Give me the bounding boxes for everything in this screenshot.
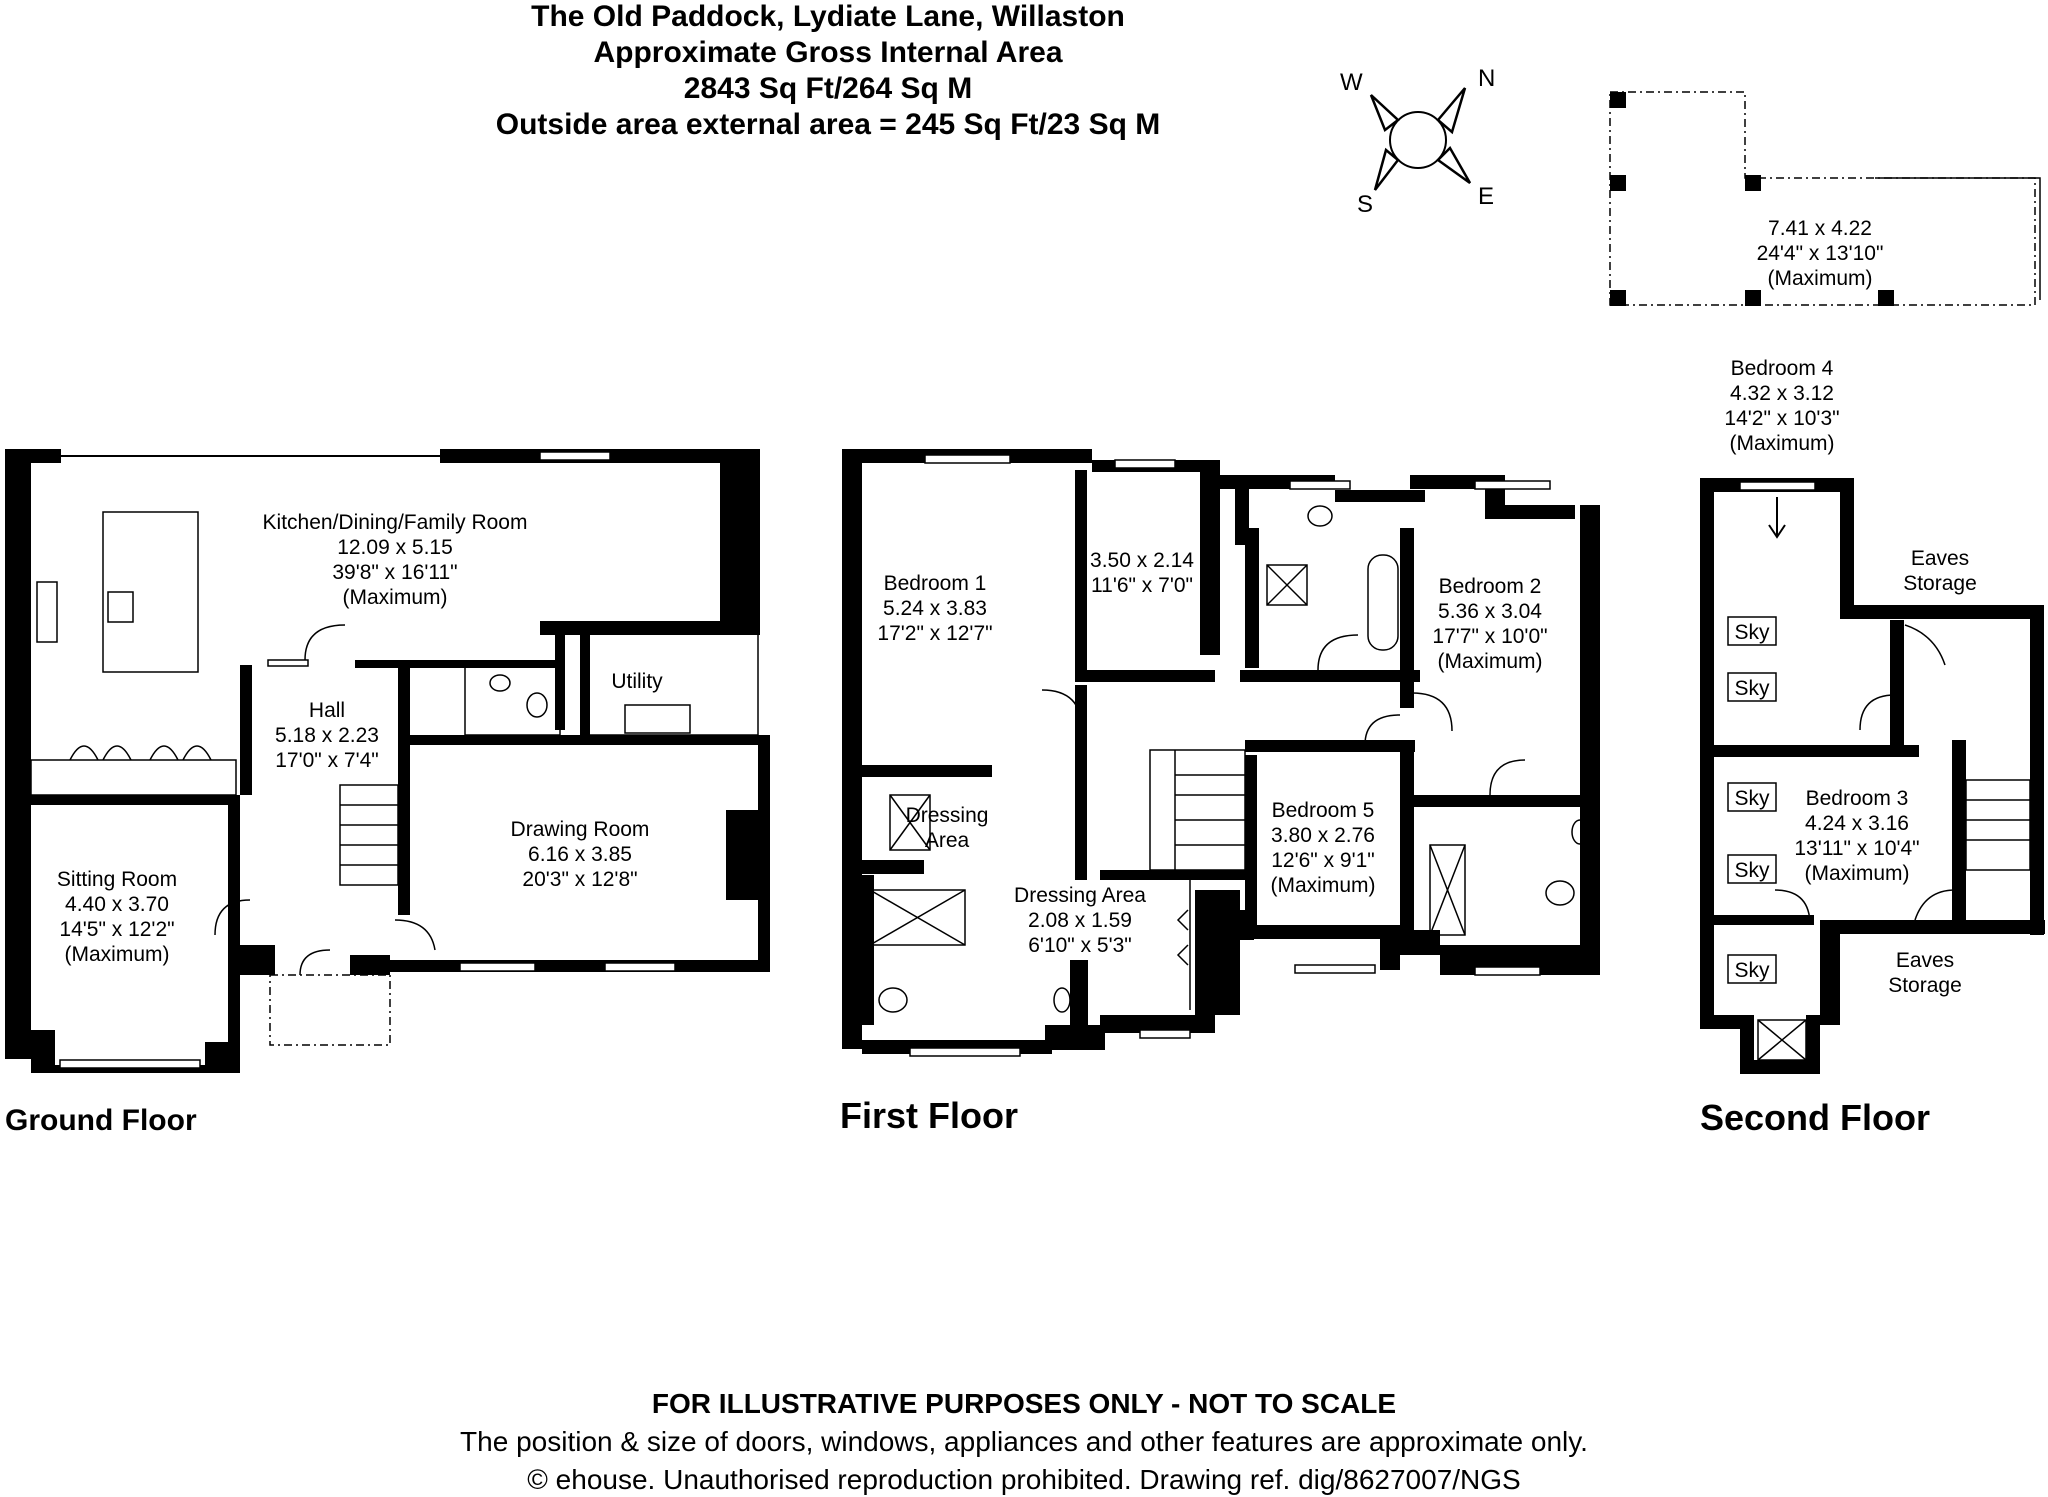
room-note: (Maximum)	[343, 586, 448, 609]
room-bedroom1: Bedroom 1 5.24 x 3.83 17'2" x 12'7"	[877, 572, 992, 645]
room-line2: Area	[925, 829, 970, 852]
room-metric: 12.09 x 5.15	[337, 536, 453, 559]
room-dressing1: Dressing Area	[906, 804, 989, 852]
skylight-label: Sky	[1734, 677, 1770, 700]
compass-e: E	[1478, 183, 1494, 210]
room-imperial: 12'6" x 9'1"	[1271, 849, 1375, 872]
outside-area: Outside area external area = 245 Sq Ft/2…	[496, 108, 1160, 141]
room-line1: Eaves	[1896, 949, 1954, 972]
room-kitchen: Kitchen/Dining/Family Room 12.09 x 5.15 …	[263, 511, 528, 609]
room-note: (Maximum)	[1438, 650, 1543, 673]
room-bedroom5: Bedroom 5 3.80 x 2.76 12'6" x 9'1" (Maxi…	[1271, 799, 1376, 897]
room-metric: 5.24 x 3.83	[883, 597, 987, 620]
compass-w: W	[1340, 69, 1363, 96]
room-imperial: 11'6" x 7'0"	[1091, 574, 1193, 597]
room-note: (Maximum)	[65, 943, 170, 966]
room-metric: 3.80 x 2.76	[1271, 824, 1375, 847]
room-line1: Dressing	[906, 804, 989, 827]
room-outside: 7.41 x 4.22 24'4" x 13'10" (Maximum)	[1757, 217, 1884, 290]
room-note: (Maximum)	[1730, 432, 1835, 455]
footer-note: The position & size of doors, windows, a…	[460, 1426, 1588, 1457]
room-name: Bedroom 2	[1439, 575, 1542, 598]
room-bedroom3: Bedroom 3 4.24 x 3.16 13'11" x 10'4" (Ma…	[1794, 787, 1919, 885]
area-title: Approximate Gross Internal Area	[593, 36, 1062, 69]
skylight-label: Sky	[1734, 859, 1770, 882]
room-line2: Storage	[1903, 572, 1977, 595]
room-name: Bedroom 1	[884, 572, 987, 595]
room-bedroom2: Bedroom 2 5.36 x 3.04 17'7" x 10'0" (Max…	[1432, 575, 1547, 673]
room-hall: Hall 5.18 x 2.23 17'0" x 7'4"	[275, 699, 379, 772]
room-metric: 3.50 x 2.14	[1090, 549, 1194, 572]
room-metric: 4.40 x 3.70	[65, 893, 169, 916]
room-study: 3.50 x 2.14 11'6" x 7'0"	[1090, 549, 1194, 597]
room-metric: 2.08 x 1.59	[1028, 909, 1132, 932]
room-drawing: Drawing Room 6.16 x 3.85 20'3" x 12'8"	[511, 818, 650, 891]
room-imperial: 13'11" x 10'4"	[1794, 837, 1919, 860]
room-name: Bedroom 4	[1731, 357, 1834, 380]
header: The Old Paddock, Lydiate Lane, Willaston…	[496, 0, 1160, 141]
second-floor-plan	[1700, 478, 2045, 1074]
room-utility: Utility	[611, 670, 663, 693]
room-eaves1: Eaves Storage	[1903, 547, 1977, 595]
room-imperial: 14'2" x 10'3"	[1724, 407, 1839, 430]
room-name: Sitting Room	[57, 868, 177, 891]
room-eaves2: Eaves Storage	[1888, 949, 1962, 997]
compass-s: S	[1357, 191, 1373, 218]
room-imperial: 6'10" x 5'3"	[1028, 934, 1132, 957]
outside-area-plan	[1609, 91, 2041, 306]
room-imperial: 17'2" x 12'7"	[877, 622, 992, 645]
room-name: Dressing Area	[1014, 884, 1146, 907]
room-metric: 5.36 x 3.04	[1438, 600, 1542, 623]
room-note: (Maximum)	[1805, 862, 1910, 885]
skylight-labels: Sky Sky Sky Sky Sky	[1734, 621, 1770, 982]
disclaimer: FOR ILLUSTRATIVE PURPOSES ONLY - NOT TO …	[652, 1388, 1396, 1419]
room-metric: 5.18 x 2.23	[275, 724, 379, 747]
room-metric: 4.32 x 3.12	[1730, 382, 1834, 405]
room-line2: Storage	[1888, 974, 1962, 997]
skylight-label: Sky	[1734, 787, 1770, 810]
room-name: Bedroom 3	[1806, 787, 1909, 810]
room-sitting: Sitting Room 4.40 x 3.70 14'5" x 12'2" (…	[57, 868, 177, 966]
property-address: The Old Paddock, Lydiate Lane, Willaston	[531, 0, 1125, 33]
room-imperial: 14'5" x 12'2"	[59, 918, 174, 941]
room-imperial: 39'8" x 16'11"	[332, 561, 457, 584]
room-line1: Eaves	[1911, 547, 1969, 570]
room-name: Hall	[309, 699, 345, 722]
footer: FOR ILLUSTRATIVE PURPOSES ONLY - NOT TO …	[460, 1388, 1588, 1495]
skylight-label: Sky	[1734, 959, 1770, 982]
room-metric: 6.16 x 3.85	[528, 843, 632, 866]
room-dressing2: Dressing Area 2.08 x 1.59 6'10" x 5'3"	[1014, 884, 1146, 957]
compass-icon: N E S W	[1340, 65, 1495, 218]
room-imperial: 17'7" x 10'0"	[1432, 625, 1547, 648]
room-bedroom4: Bedroom 4 4.32 x 3.12 14'2" x 10'3" (Max…	[1724, 357, 1839, 455]
room-imperial: 20'3" x 12'8"	[522, 868, 637, 891]
room-note: (Maximum)	[1271, 874, 1376, 897]
ground-floor-plan	[5, 449, 770, 1073]
ground-floor-title: Ground Floor	[5, 1104, 197, 1137]
room-note: (Maximum)	[1768, 267, 1873, 290]
first-floor-title: First Floor	[840, 1095, 1018, 1136]
skylight-label: Sky	[1734, 621, 1770, 644]
room-imperial: 24'4" x 13'10"	[1757, 242, 1884, 265]
area-value: 2843 Sq Ft/264 Sq M	[684, 72, 972, 105]
room-name: Bedroom 5	[1272, 799, 1375, 822]
room-name: Utility	[611, 670, 663, 693]
room-metric: 4.24 x 3.16	[1805, 812, 1909, 835]
compass-n: N	[1478, 65, 1495, 92]
room-metric: 7.41 x 4.22	[1768, 217, 1872, 240]
room-name: Kitchen/Dining/Family Room	[263, 511, 528, 534]
room-name: Drawing Room	[511, 818, 650, 841]
copyright: © ehouse. Unauthorised reproduction proh…	[527, 1464, 1520, 1495]
second-floor-title: Second Floor	[1700, 1097, 1930, 1138]
first-floor-plan	[842, 449, 1600, 1057]
room-imperial: 17'0" x 7'4"	[275, 749, 379, 772]
